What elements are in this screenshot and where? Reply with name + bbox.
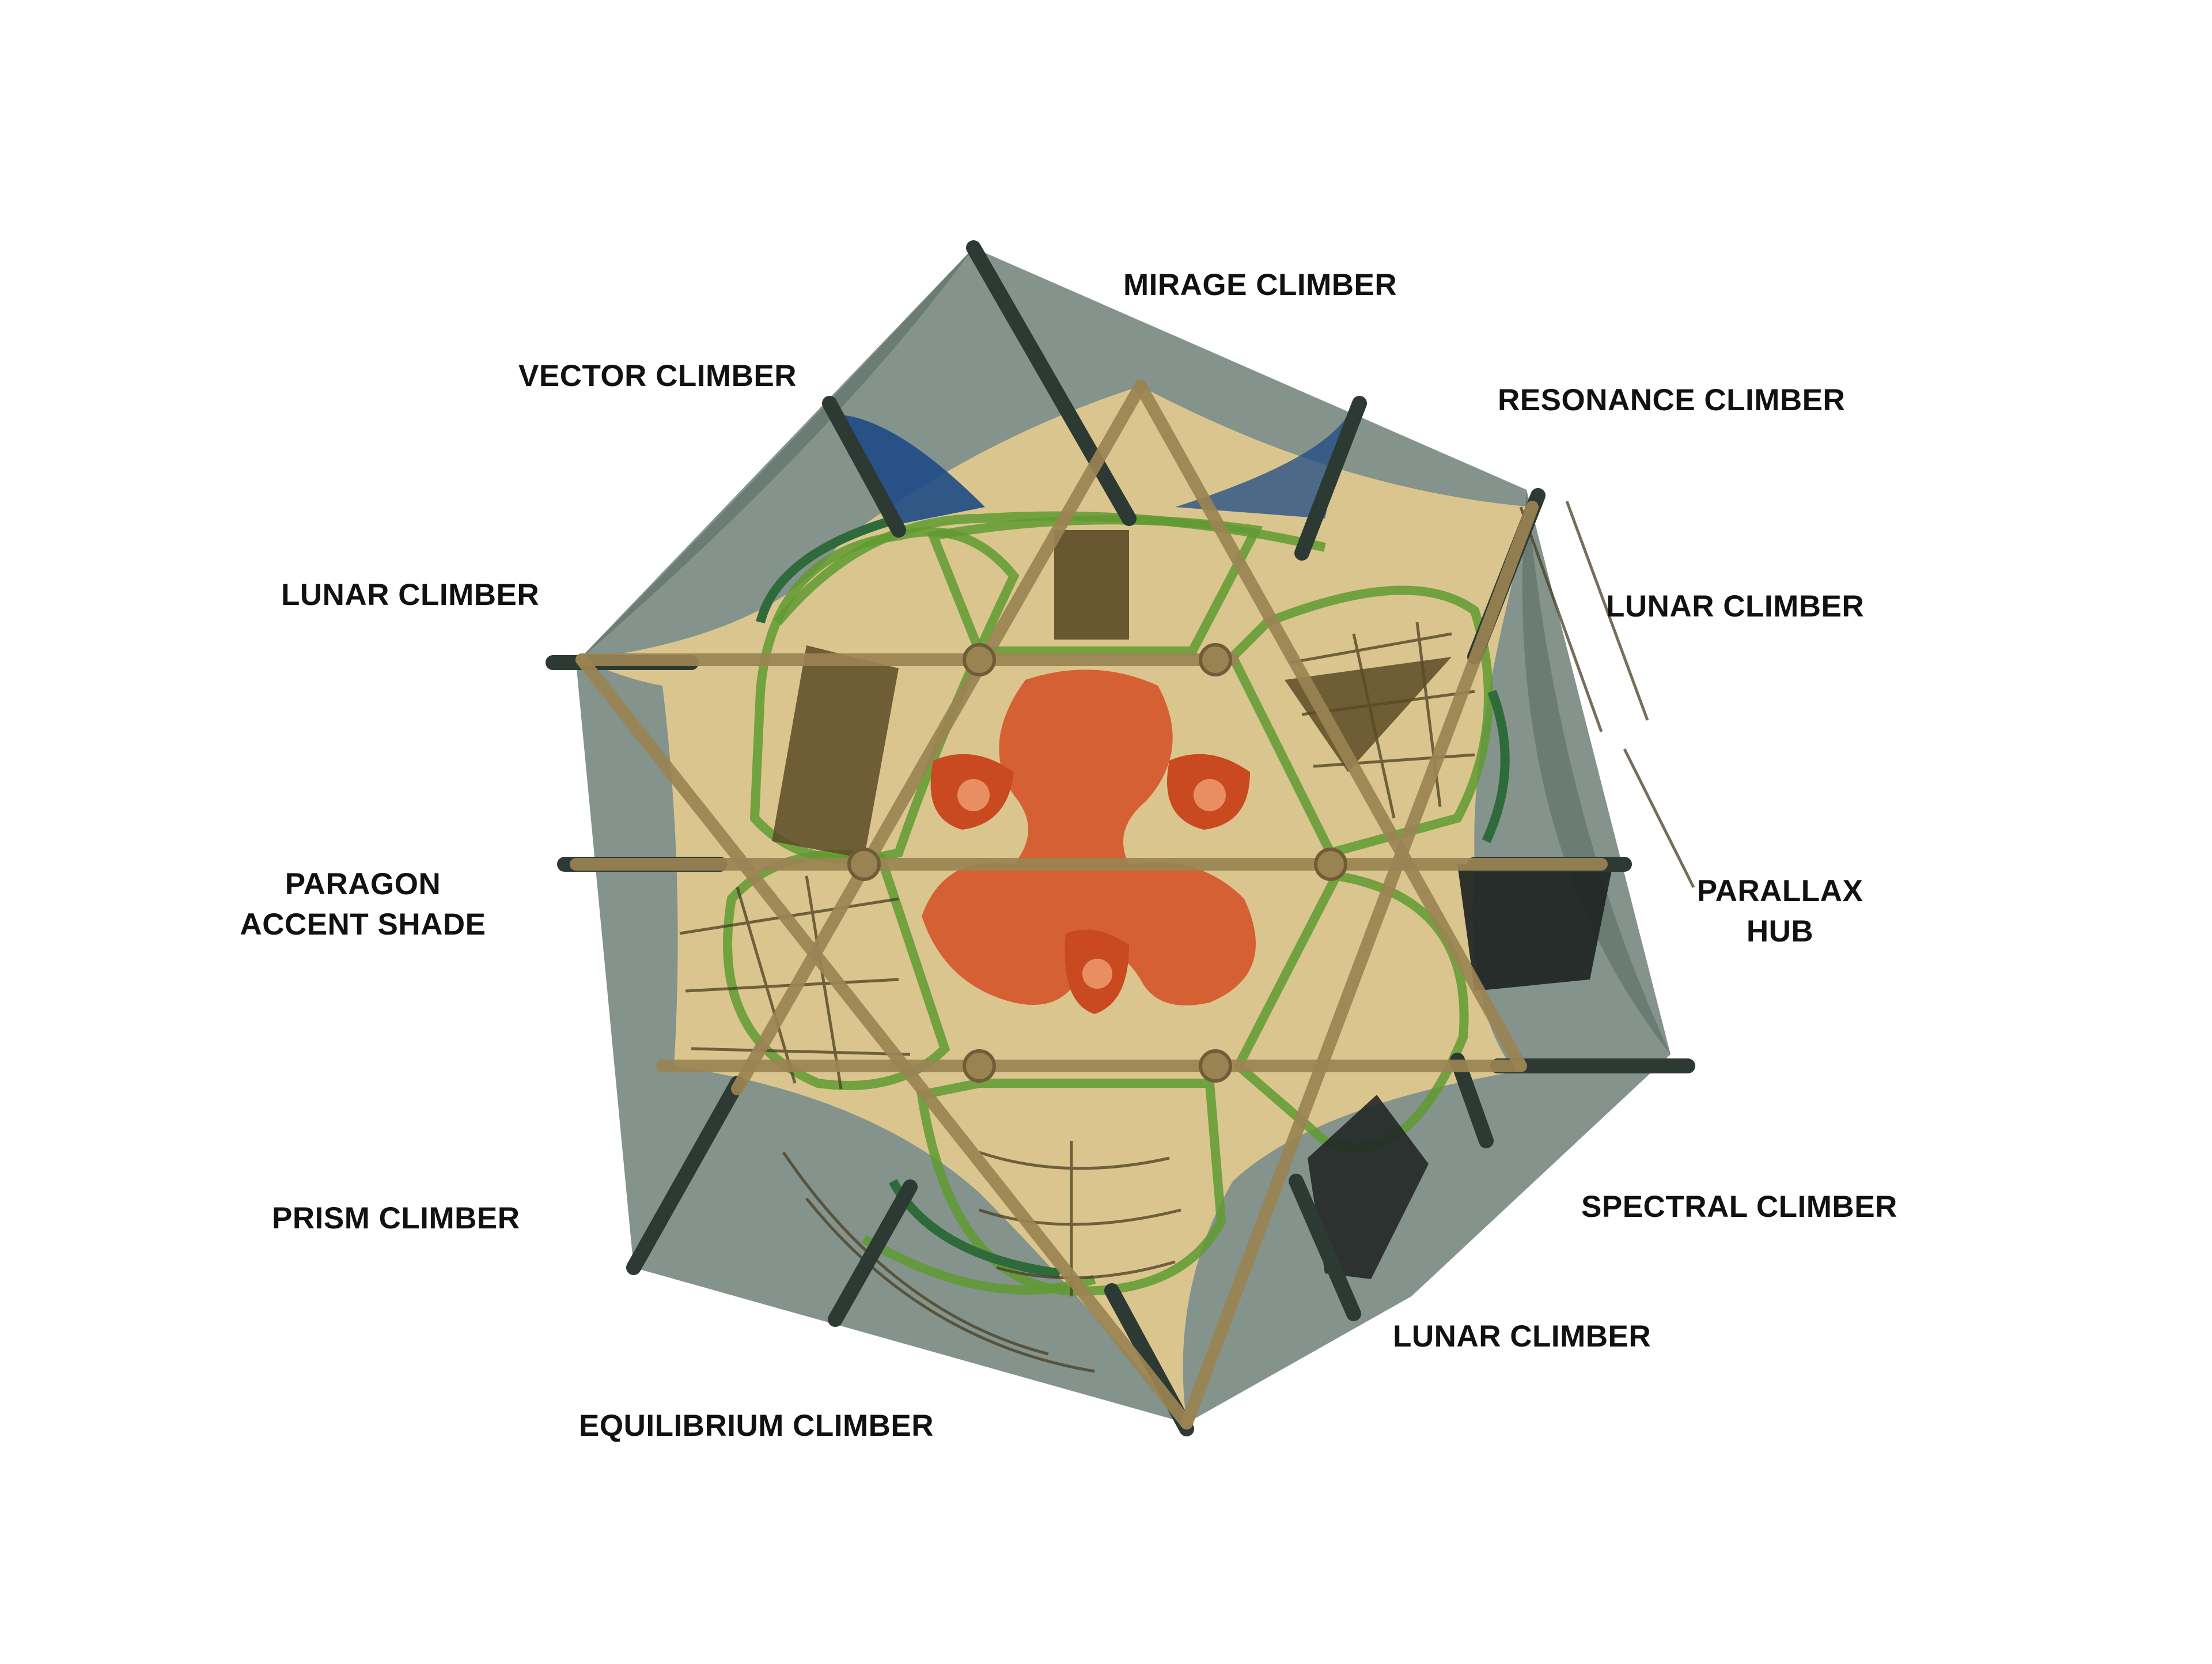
- label-lunar-climber-bottom: LUNAR CLIMBER: [1393, 1319, 1652, 1353]
- label-parallax-hub: PARALLAX HUB: [1697, 871, 1863, 952]
- tan-support-beams: [570, 380, 1608, 1429]
- black-panel-parallax: [1457, 864, 1613, 991]
- blue-panel-vector: [841, 415, 985, 524]
- brown-panel-lunar-right: [1285, 657, 1452, 772]
- orange-climbing-hub: [922, 670, 1256, 1014]
- label-lunar-climber-right: LUNAR CLIMBER: [1606, 589, 1865, 623]
- label-parallax-line1: PARALLAX: [1696, 874, 1863, 908]
- brown-panel-mirage: [1054, 530, 1129, 640]
- label-equilibrium-climber: EQUILIBRIUM CLIMBER: [579, 1409, 934, 1443]
- label-vector-climber: VECTOR CLIMBER: [518, 359, 797, 393]
- gray-shade-lobe-right: [1522, 490, 1671, 1054]
- label-prism-climber: PRISM CLIMBER: [272, 1201, 520, 1235]
- climbing-panels: [772, 415, 1613, 1279]
- label-paragon-line1: PARAGON: [285, 867, 441, 901]
- label-paragon-accent-shade: PARAGON ACCENT SHADE: [240, 864, 486, 945]
- brown-panel-lunar-left: [772, 645, 899, 859]
- label-mirage-climber: MIRAGE CLIMBER: [1123, 268, 1397, 302]
- black-panel-spectral: [1308, 1095, 1429, 1279]
- label-paragon-line2: ACCENT SHADE: [240, 907, 486, 941]
- label-parallax-line2: HUB: [1746, 914, 1814, 948]
- label-spectral-climber: SPECTRAL CLIMBER: [1581, 1190, 1897, 1224]
- beam-joints: [847, 643, 1347, 1083]
- label-lunar-climber-left: LUNAR CLIMBER: [281, 578, 540, 612]
- label-resonance-climber: RESONANCE CLIMBER: [1498, 383, 1846, 417]
- blue-panel-resonance: [1175, 415, 1348, 519]
